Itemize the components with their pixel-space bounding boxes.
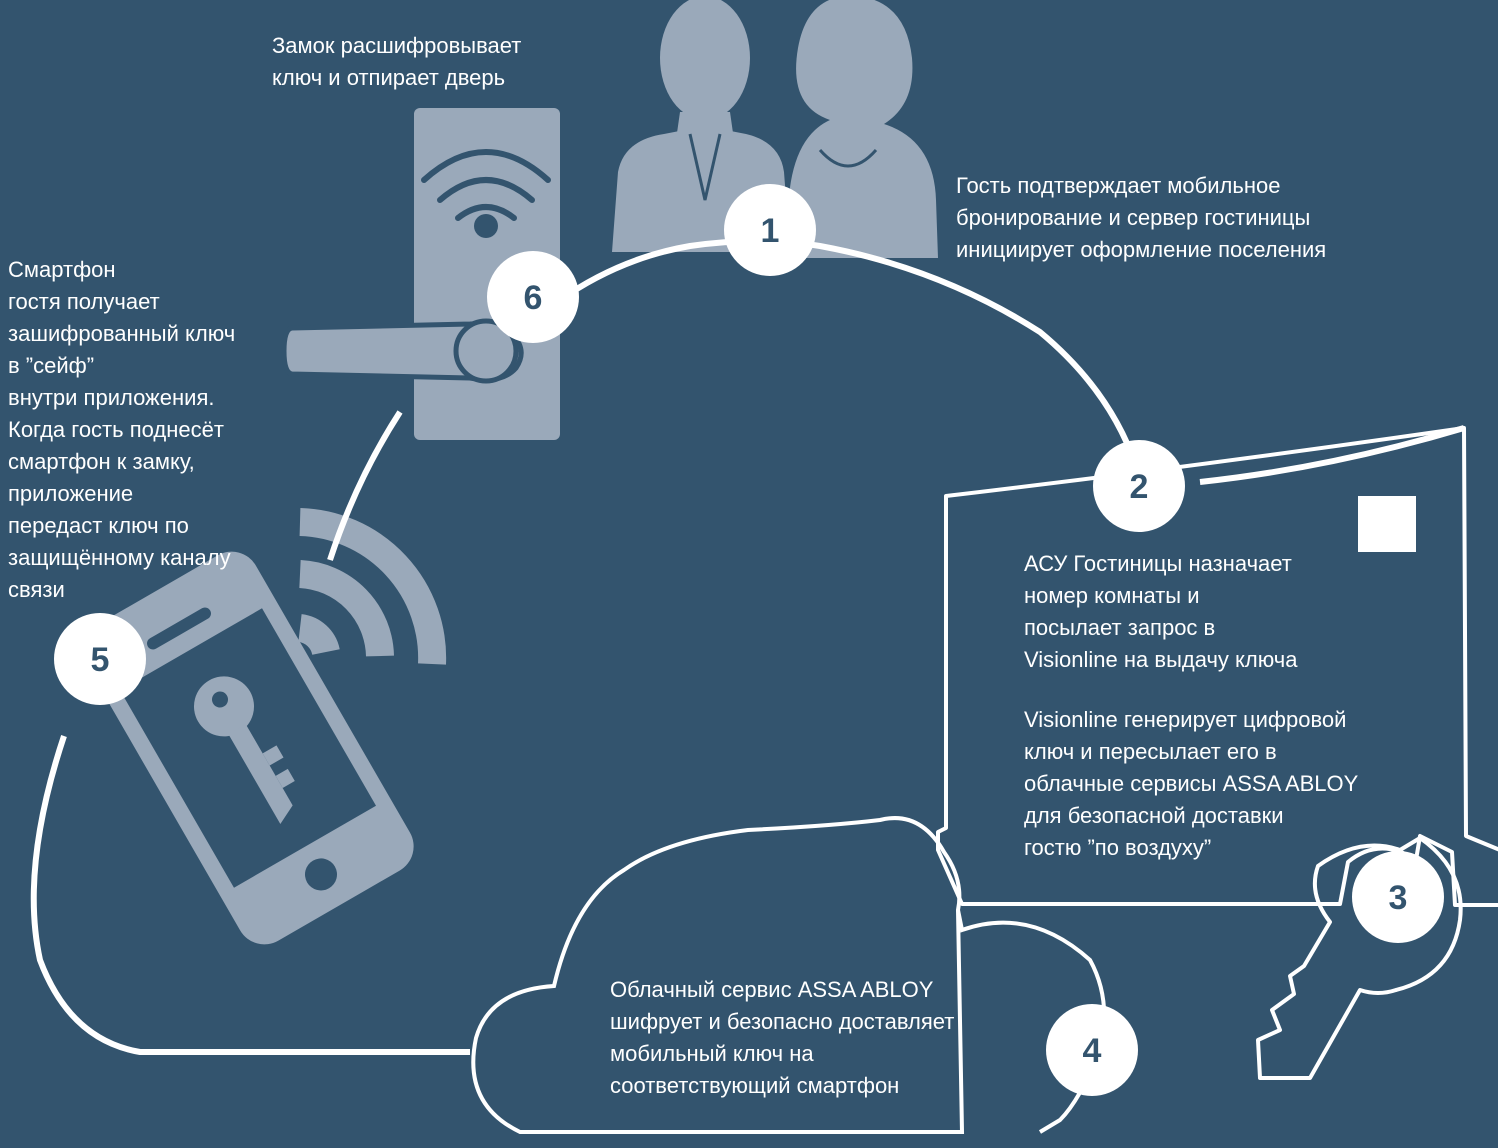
door-lock-icon <box>281 108 560 440</box>
step-5-line: передаст ключ по <box>8 513 189 538</box>
step-badge-3: 3 <box>1352 851 1444 943</box>
step-number-3: 3 <box>1389 879 1408 917</box>
step-6-caption: Замок расшифровывает ключ и отпирает две… <box>272 30 521 94</box>
smartphone-key-icon <box>82 551 414 945</box>
step-5-line: Когда гость поднесёт <box>8 417 224 442</box>
step-5-line: гостя получает <box>8 289 160 314</box>
guests-icon <box>612 0 938 258</box>
step-5-caption: Смартфон гостя получает зашифрованный кл… <box>8 254 235 606</box>
step-6-line: ключ и отпирает дверь <box>272 65 506 90</box>
step-5-line: внутри приложения. <box>8 385 215 410</box>
key-icon <box>1256 836 1463 1080</box>
step-number-5: 5 <box>91 641 110 679</box>
step-6-line: Замок расшифровывает <box>272 33 522 58</box>
step-4-line: Облачный сервис ASSA ABLOY <box>610 977 934 1002</box>
step-5-line: смартфон к замку, <box>8 449 195 474</box>
step-5-line: приложение <box>8 481 134 506</box>
step-2-line: облачные сервисы ASSA ABLOY <box>1024 771 1359 796</box>
step-badge-1: 1 <box>724 184 816 276</box>
wireless-signal-icon <box>297 508 447 665</box>
step-2-line: Visionline на выдачу ключа <box>1024 647 1298 672</box>
step-badge-5: 5 <box>54 613 146 705</box>
step-5-line: Смартфон <box>8 257 116 282</box>
step-2-line: гостю ”по воздуху” <box>1024 835 1212 860</box>
step-5-line: связи <box>8 577 65 602</box>
step-2-line: для безопасной доставки <box>1024 803 1284 828</box>
step-badge-2: 2 <box>1093 440 1185 532</box>
step-5-line: в ”сейф” <box>8 353 95 378</box>
step-2-line: Visionline генерирует цифровой <box>1024 707 1347 732</box>
step-2-caption: АСУ Гостиницы назначает номер комнаты и … <box>1024 548 1358 864</box>
step-1-line: инициирует оформление поселения <box>956 237 1327 262</box>
flow-loop <box>30 238 1465 1055</box>
step-5-line: зашифрованный ключ <box>8 321 236 346</box>
step-4-line: соответствующий смартфон <box>610 1073 900 1098</box>
step-2-line: ключ и пересылает его в <box>1024 739 1277 764</box>
step-1-line: Гость подтверждает мобильное <box>956 173 1281 198</box>
step-2-line: посылает запрос в <box>1024 615 1216 640</box>
step-5-line: защищённому каналу <box>8 545 231 570</box>
step-number-2: 2 <box>1130 468 1149 506</box>
step-badge-4: 4 <box>1046 1004 1138 1096</box>
step-badge-6: 6 <box>487 251 579 343</box>
paragraph-gap <box>1024 676 1358 704</box>
step-1-line: бронирование и сервер гостиницы <box>956 205 1311 230</box>
step-2-line: номер комнаты и <box>1024 583 1200 608</box>
step-4-line: шифрует и безопасно доставляет <box>610 1009 955 1034</box>
step-4-line: мобильный ключ на <box>610 1041 814 1066</box>
step-4-caption: Облачный сервис ASSA ABLOY шифрует и без… <box>610 974 954 1102</box>
step-number-1: 1 <box>761 212 780 250</box>
step-number-4: 4 <box>1083 1032 1102 1070</box>
step-number-6: 6 <box>524 279 543 317</box>
step-1-caption: Гость подтверждает мобильное бронировани… <box>956 170 1326 266</box>
step-2-line: АСУ Гостиницы назначает <box>1024 551 1292 576</box>
